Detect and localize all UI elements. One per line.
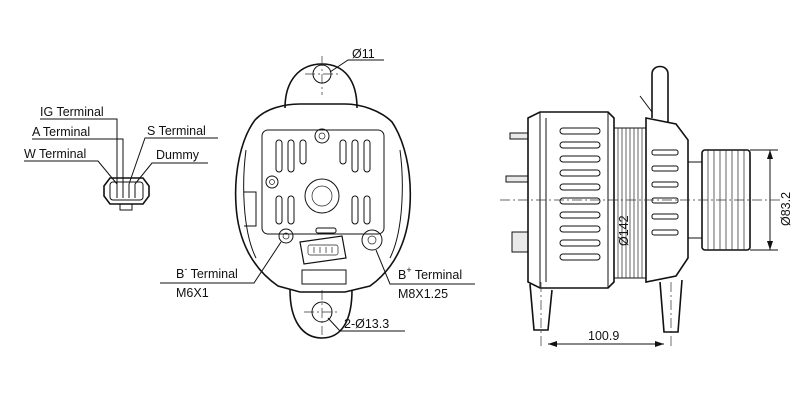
s-terminal-label: S Terminal bbox=[147, 124, 206, 138]
dummy-label: Dummy bbox=[156, 148, 200, 162]
side-view bbox=[500, 65, 780, 348]
connector-plug bbox=[103, 177, 150, 211]
a-terminal-label: A Terminal bbox=[32, 125, 90, 139]
w-terminal-label: W Terminal bbox=[24, 147, 86, 161]
body-diameter-label: Ø142 bbox=[617, 215, 631, 246]
length-dimension-label: 100.9 bbox=[588, 329, 619, 343]
front-fins bbox=[651, 149, 679, 236]
front-view bbox=[234, 56, 412, 339]
ig-terminal-label: IG Terminal bbox=[40, 105, 104, 119]
mount-holes-label: 2-Ø13.3 bbox=[344, 317, 389, 331]
rear-fins bbox=[559, 127, 601, 261]
b-minus-terminal-label: B- Terminal bbox=[176, 264, 238, 281]
b-plus-thread-label: M8X1.25 bbox=[398, 287, 448, 301]
b-plus-terminal-label: B+ Terminal bbox=[398, 265, 462, 282]
side-view-dimensions bbox=[548, 112, 778, 347]
pulley-diameter-label: Ø83.2 bbox=[779, 192, 793, 226]
b-minus-thread-label: M6X1 bbox=[176, 286, 209, 300]
stator-lines bbox=[617, 128, 643, 278]
connector-leaders bbox=[24, 118, 218, 185]
front-view-leaders bbox=[160, 59, 475, 332]
cooling-slots bbox=[275, 139, 371, 234]
top-hole-diameter-label: Ø11 bbox=[352, 47, 375, 61]
